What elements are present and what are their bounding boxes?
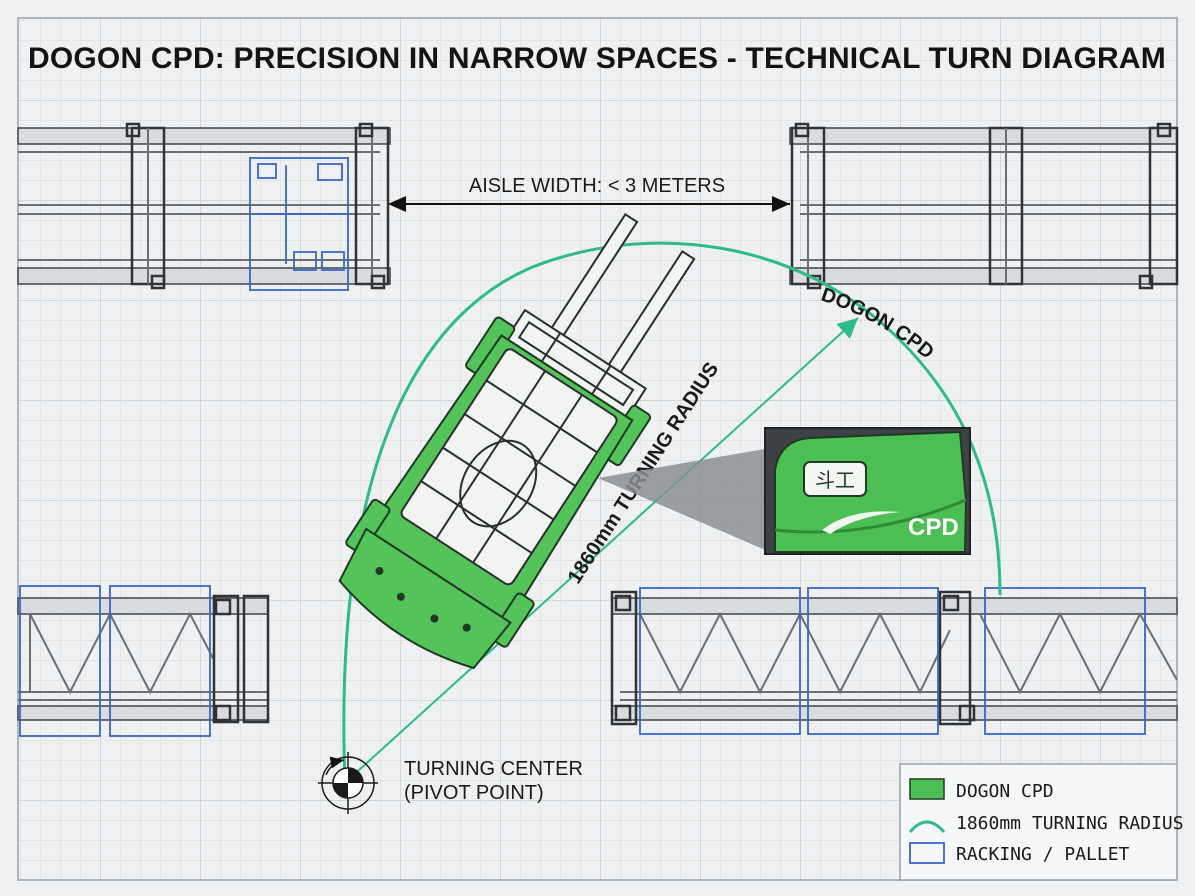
legend-swatch-arc — [908, 820, 946, 834]
legend-swatch-pallet — [909, 842, 945, 864]
legend-label-radius: 1860mm TURNING RADIUS — [956, 813, 1184, 834]
rack-top-right — [789, 122, 1179, 290]
inset-callout: 斗工 CPD — [764, 427, 971, 555]
pivot-point-icon — [318, 752, 378, 814]
overhead-guard — [400, 348, 618, 586]
seat — [459, 439, 538, 528]
pivot-label-line2: (PIVOT POINT) — [404, 782, 544, 804]
legend-label-truck: DOGON CPD — [956, 781, 1054, 802]
legend-swatch-truck — [909, 778, 945, 800]
forklift-dogon-cpd — [338, 212, 696, 670]
rack-top-left — [17, 122, 391, 291]
page-title: DOGON CPD: PRECISION IN NARROW SPACES - … — [28, 42, 1166, 75]
rack-bottom-right — [610, 587, 1178, 735]
turning-radius-arc — [342, 241, 1002, 784]
inset-badge — [803, 461, 867, 497]
rack-bottom-left — [17, 585, 270, 737]
legend-label-racking: RACKING / PALLET — [956, 844, 1130, 865]
aisle-width-label: AISLE WIDTH: < 3 METERS — [469, 175, 725, 197]
counterweight — [338, 527, 512, 670]
legend: DOGON CPD 1860mm TURNING RADIUS RACKING … — [899, 763, 1184, 881]
inset-swoosh-icon — [822, 511, 900, 534]
inset-model-text: CPD — [908, 514, 959, 541]
radius-line — [347, 317, 859, 781]
rear-wheel-left — [345, 498, 391, 555]
inset-badge-text: 斗工 — [815, 468, 855, 492]
inset-pointer — [598, 448, 770, 552]
pivot-label-line1: TURNING CENTER — [404, 758, 583, 780]
